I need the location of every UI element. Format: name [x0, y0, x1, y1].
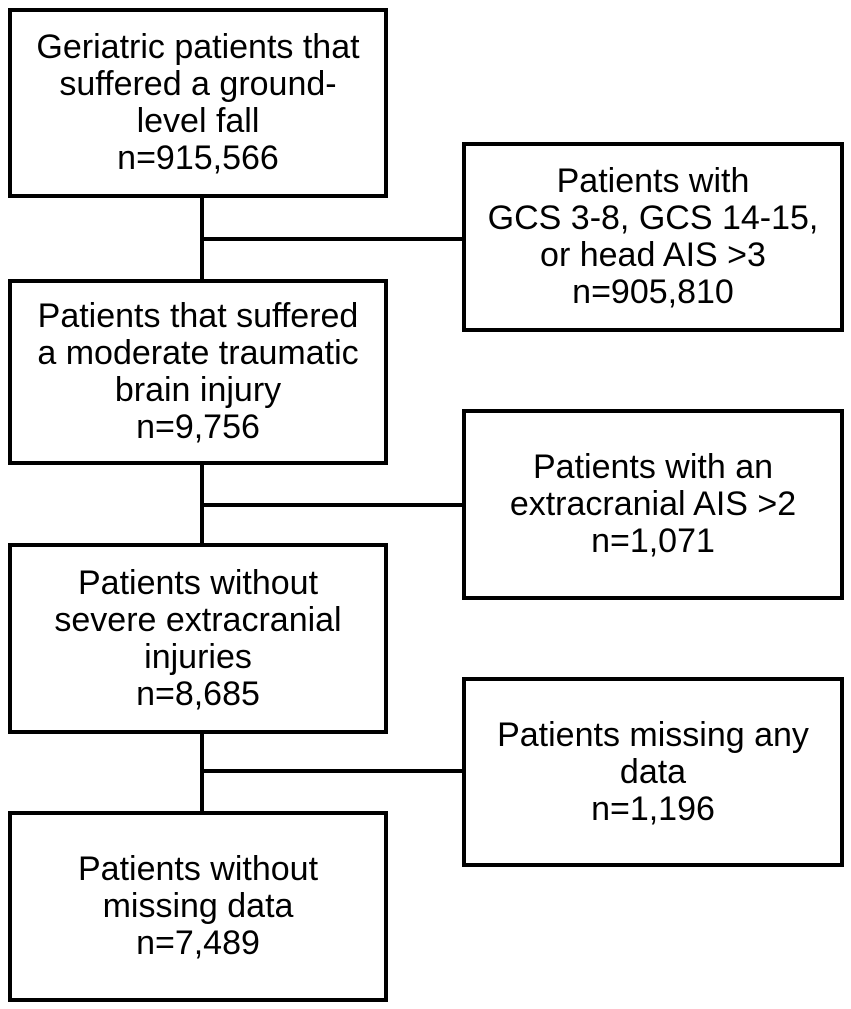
box-text-line: Patients without — [77, 563, 319, 602]
box-excluded-gcs-ais: Patients with GCS 3-8, GCS 14-15, or hea… — [462, 142, 844, 332]
box-without-missing-data: Patients without missing data n=7,489 — [8, 811, 388, 1002]
box-text-line: injuries — [144, 637, 252, 676]
box-count: n=7,489 — [136, 924, 260, 962]
box-text-line: Patients missing any — [497, 715, 809, 754]
box-count: n=1,196 — [591, 789, 715, 828]
box-text-line: Geriatric patients that — [36, 28, 360, 66]
box-text-line: extracranial AIS >2 — [509, 485, 797, 523]
box-count: n=905,810 — [572, 273, 734, 311]
box-text-line: brain injury — [114, 371, 282, 409]
box-count: n=9,756 — [136, 408, 260, 446]
box-excluded-missing-data: Patients missing any data n=1,196 — [462, 677, 844, 867]
box-text-line: severe extracranial — [54, 600, 342, 639]
box-text-line: Patients without — [77, 850, 319, 888]
box-text-line: Patients with — [556, 162, 750, 200]
box-text-line: suffered a ground- — [59, 65, 337, 103]
box-text-line: a moderate traumatic — [37, 334, 359, 372]
box-moderate-tbi: Patients that suffered a moderate trauma… — [8, 279, 388, 465]
box-text-line: or head AIS >3 — [540, 236, 766, 274]
box-count: n=8,685 — [136, 674, 260, 713]
box-text-line: Patients that suffered — [37, 297, 359, 335]
box-count: n=1,071 — [591, 522, 715, 560]
box-text-line: level fall — [136, 102, 260, 140]
box-without-severe-injuries: Patients without severe extracranial inj… — [8, 543, 388, 734]
box-geriatric-falls: Geriatric patients that suffered a groun… — [8, 8, 388, 198]
box-text-line: missing data — [102, 887, 294, 925]
box-text-line: Patients with an — [532, 448, 774, 486]
box-count: n=915,566 — [117, 139, 279, 177]
box-text-line: data — [619, 752, 687, 791]
box-text-line: GCS 3-8, GCS 14-15, — [487, 199, 819, 237]
box-excluded-extracranial: Patients with an extracranial AIS >2 n=1… — [462, 409, 844, 600]
